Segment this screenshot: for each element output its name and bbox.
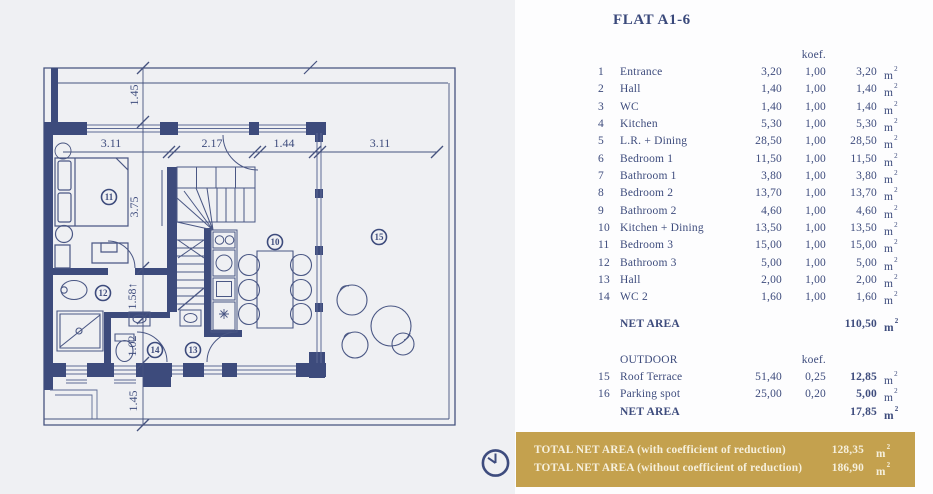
- dim-span2: 2.17: [202, 136, 223, 150]
- total-without-coef-value: 186,90: [831, 461, 864, 474]
- dim-stair: 1.58↑: [125, 283, 139, 310]
- dim-span3: 1.44: [274, 136, 295, 150]
- floorplan-panel: [0, 0, 515, 494]
- kitchen-appliances: [180, 230, 237, 332]
- total-with-coef-row: TOTAL NET AREA (with coefficient of redu…: [534, 441, 915, 460]
- floor-plan: 1.45 3.11 2.17 1.44 3.11 3.75 1.58↑ 1.02…: [0, 0, 515, 494]
- svg-text:14: 14: [151, 345, 161, 355]
- plants: [337, 285, 414, 358]
- row-total: 3,20: [856, 66, 877, 78]
- row-num: 1: [598, 66, 604, 78]
- total-unit: m2: [876, 442, 891, 460]
- svg-text:13: 13: [189, 345, 199, 355]
- row-unit: m2: [884, 65, 898, 82]
- row-area: 3,20: [761, 66, 782, 78]
- bathroom-fixtures: [57, 281, 150, 362]
- svg-text:10: 10: [271, 237, 281, 247]
- totals-banner: TOTAL NET AREA (with coefficient of redu…: [516, 432, 915, 487]
- walls: [44, 68, 326, 390]
- outdoor-net-area-label: NET AREA: [620, 405, 680, 418]
- dim-span1: 3.11: [101, 136, 122, 150]
- doors: [108, 135, 258, 362]
- koef-column-header: koef.: [801, 49, 826, 61]
- clock-icon: [481, 449, 510, 477]
- svg-text:15: 15: [375, 232, 385, 242]
- room-number-kitchen-dining: 10: [268, 235, 283, 250]
- room-numbers: 10 11 12 13 14 15: [96, 190, 387, 358]
- total-without-coef-row: TOTAL NET AREA (without coefficient of r…: [534, 459, 915, 478]
- net-area-label: NET AREA: [620, 317, 680, 330]
- room-number-hall: 13: [186, 343, 201, 358]
- total-without-coef-label: TOTAL NET AREA (without coefficient of r…: [534, 461, 803, 474]
- stairs: [177, 167, 255, 310]
- total-with-coef-value: 128,35: [831, 443, 864, 456]
- row-name: Entrance: [620, 66, 663, 78]
- svg-text:12: 12: [99, 288, 109, 298]
- room-number-bathroom: 12: [96, 286, 111, 301]
- table-row: 1 Entrance 3,20 1,00 3,20 m2: [598, 64, 907, 82]
- dim-wc: 1.02: [125, 336, 139, 357]
- dim-span4: 3.11: [370, 136, 391, 150]
- room-number-bedroom: 11: [102, 190, 117, 205]
- net-area-value: 110,50: [844, 317, 877, 330]
- dining-set: [239, 251, 312, 328]
- outdoor-label: OUTDOOR: [620, 353, 678, 366]
- dimension-labels: 1.45 3.11 2.17 1.44 3.11 3.75 1.58↑ 1.02…: [101, 85, 391, 412]
- row-koef: 1,00: [805, 66, 826, 78]
- dim-terrace-top: 1.45: [127, 85, 141, 106]
- dimensions: [55, 62, 443, 431]
- page-title: FLAT A1-6: [613, 12, 691, 28]
- outdoor-koef-header: koef.: [801, 353, 826, 366]
- outdoor-header-row: OUTDOOR koef.: [598, 352, 907, 369]
- outdoor-net-area-value: 17,85: [850, 405, 877, 418]
- total-with-coef-label: TOTAL NET AREA (with coefficient of redu…: [534, 443, 786, 456]
- bedroom-furniture: [55, 158, 128, 268]
- dim-bedroom-depth: 3.75: [127, 197, 141, 218]
- total-unit: m2: [876, 460, 891, 478]
- svg-text:11: 11: [105, 192, 114, 202]
- room-number-roof-terrace: 15: [372, 230, 387, 245]
- dim-terrace-bottom: 1.45: [126, 391, 140, 412]
- windows: [50, 125, 321, 419]
- room-number-wc: 14: [148, 343, 163, 358]
